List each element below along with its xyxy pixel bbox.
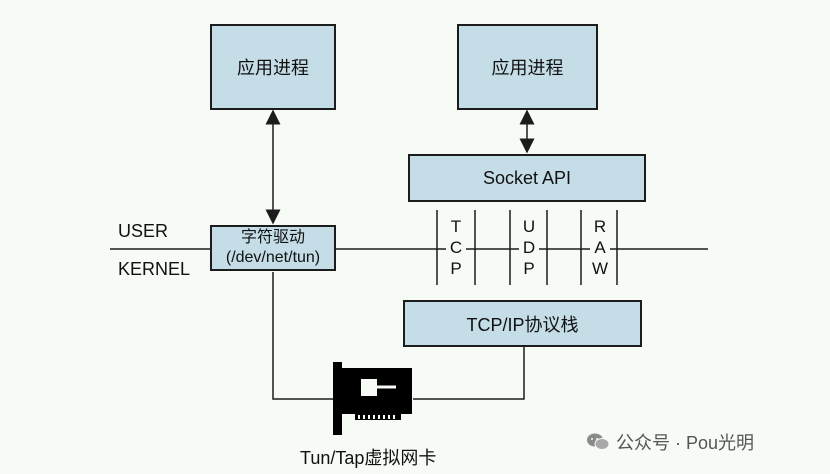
tcpip-stack-box: TCP/IP协议栈 <box>403 300 642 347</box>
protocol-letter: D <box>522 238 536 257</box>
app-process-left-box: 应用进程 <box>210 24 336 110</box>
user-label: USER <box>118 221 169 241</box>
kernel-label: KERNEL <box>118 259 191 279</box>
protocol-letter: C <box>449 238 463 257</box>
protocol-letter: W <box>591 259 609 278</box>
char-driver-title: 字符驱动 <box>240 229 305 246</box>
protocol-letter: P <box>450 259 462 278</box>
tun-tap-card-label: Tun/Tap虚拟网卡 <box>300 448 437 468</box>
protocol-dividers <box>436 210 618 285</box>
protocol-letter: U <box>522 217 536 236</box>
char-driver-path: (/dev/net/tun) <box>225 249 321 266</box>
app-process-right-box: 应用进程 <box>457 24 598 110</box>
wechat-icon <box>587 433 610 450</box>
protocol-letter: T <box>450 217 462 236</box>
watermark: 公众号 · Pou光明 <box>586 429 754 455</box>
protocol-letter: R <box>593 217 607 236</box>
protocol-tcp: T C P <box>446 216 466 279</box>
network-card-icon <box>333 362 412 435</box>
watermark-text: 公众号 · Pou光明 <box>616 433 755 453</box>
protocol-raw: R A W <box>590 216 610 279</box>
app-process-left-label: 应用进程 <box>237 58 309 78</box>
app-process-right-label: 应用进程 <box>491 58 564 78</box>
stack-to-card-line <box>413 347 525 400</box>
protocol-letter: A <box>594 238 606 257</box>
protocol-udp: U D P <box>519 216 539 279</box>
driver-to-card-line <box>272 272 333 400</box>
tcpip-stack-label: TCP/IP协议栈 <box>466 314 579 335</box>
socket-api-box: Socket API <box>408 154 646 202</box>
char-driver-box: 字符驱动 (/dev/net/tun) <box>210 225 336 271</box>
socket-api-label: Socket API <box>482 167 572 188</box>
protocol-letter: P <box>523 259 535 278</box>
